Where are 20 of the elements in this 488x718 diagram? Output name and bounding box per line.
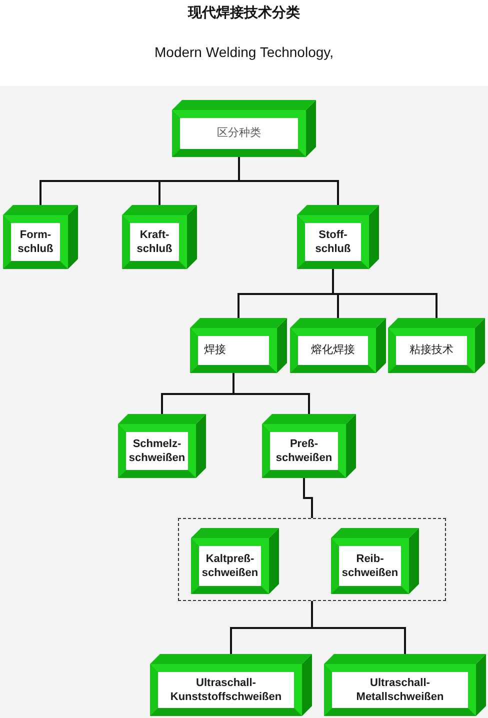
title: 现代焊接技术分类 xyxy=(186,4,301,22)
node-label: Ultraschall- Metallschweißen xyxy=(355,676,445,704)
subtitle: Modern Welding Technology, xyxy=(154,44,334,60)
node-label: Schmelz- schweißen xyxy=(128,436,186,466)
node-label: 焊接 xyxy=(204,343,226,358)
node-label: 区分种类 xyxy=(217,126,261,141)
node-label: Reib- schweißen xyxy=(340,552,400,580)
connector-line xyxy=(232,373,310,414)
connector-line xyxy=(311,601,406,654)
node-label: Form- schluß xyxy=(16,228,54,256)
node-label: 粘接技术 xyxy=(410,343,454,358)
node-label: Preß- schweißen xyxy=(274,436,334,466)
node-label: Kraft- schluß xyxy=(136,228,174,256)
node-label: 熔化焊接 xyxy=(311,343,355,358)
node-label: Ultraschall- Kunststoffschweißen xyxy=(169,676,283,704)
node-label: Kaltpreß- schweißen xyxy=(200,552,260,580)
connector-line xyxy=(238,157,339,205)
connector-line xyxy=(303,478,313,518)
node-label: Stoff- schluß xyxy=(314,228,352,256)
dashed-group-box xyxy=(178,518,446,601)
